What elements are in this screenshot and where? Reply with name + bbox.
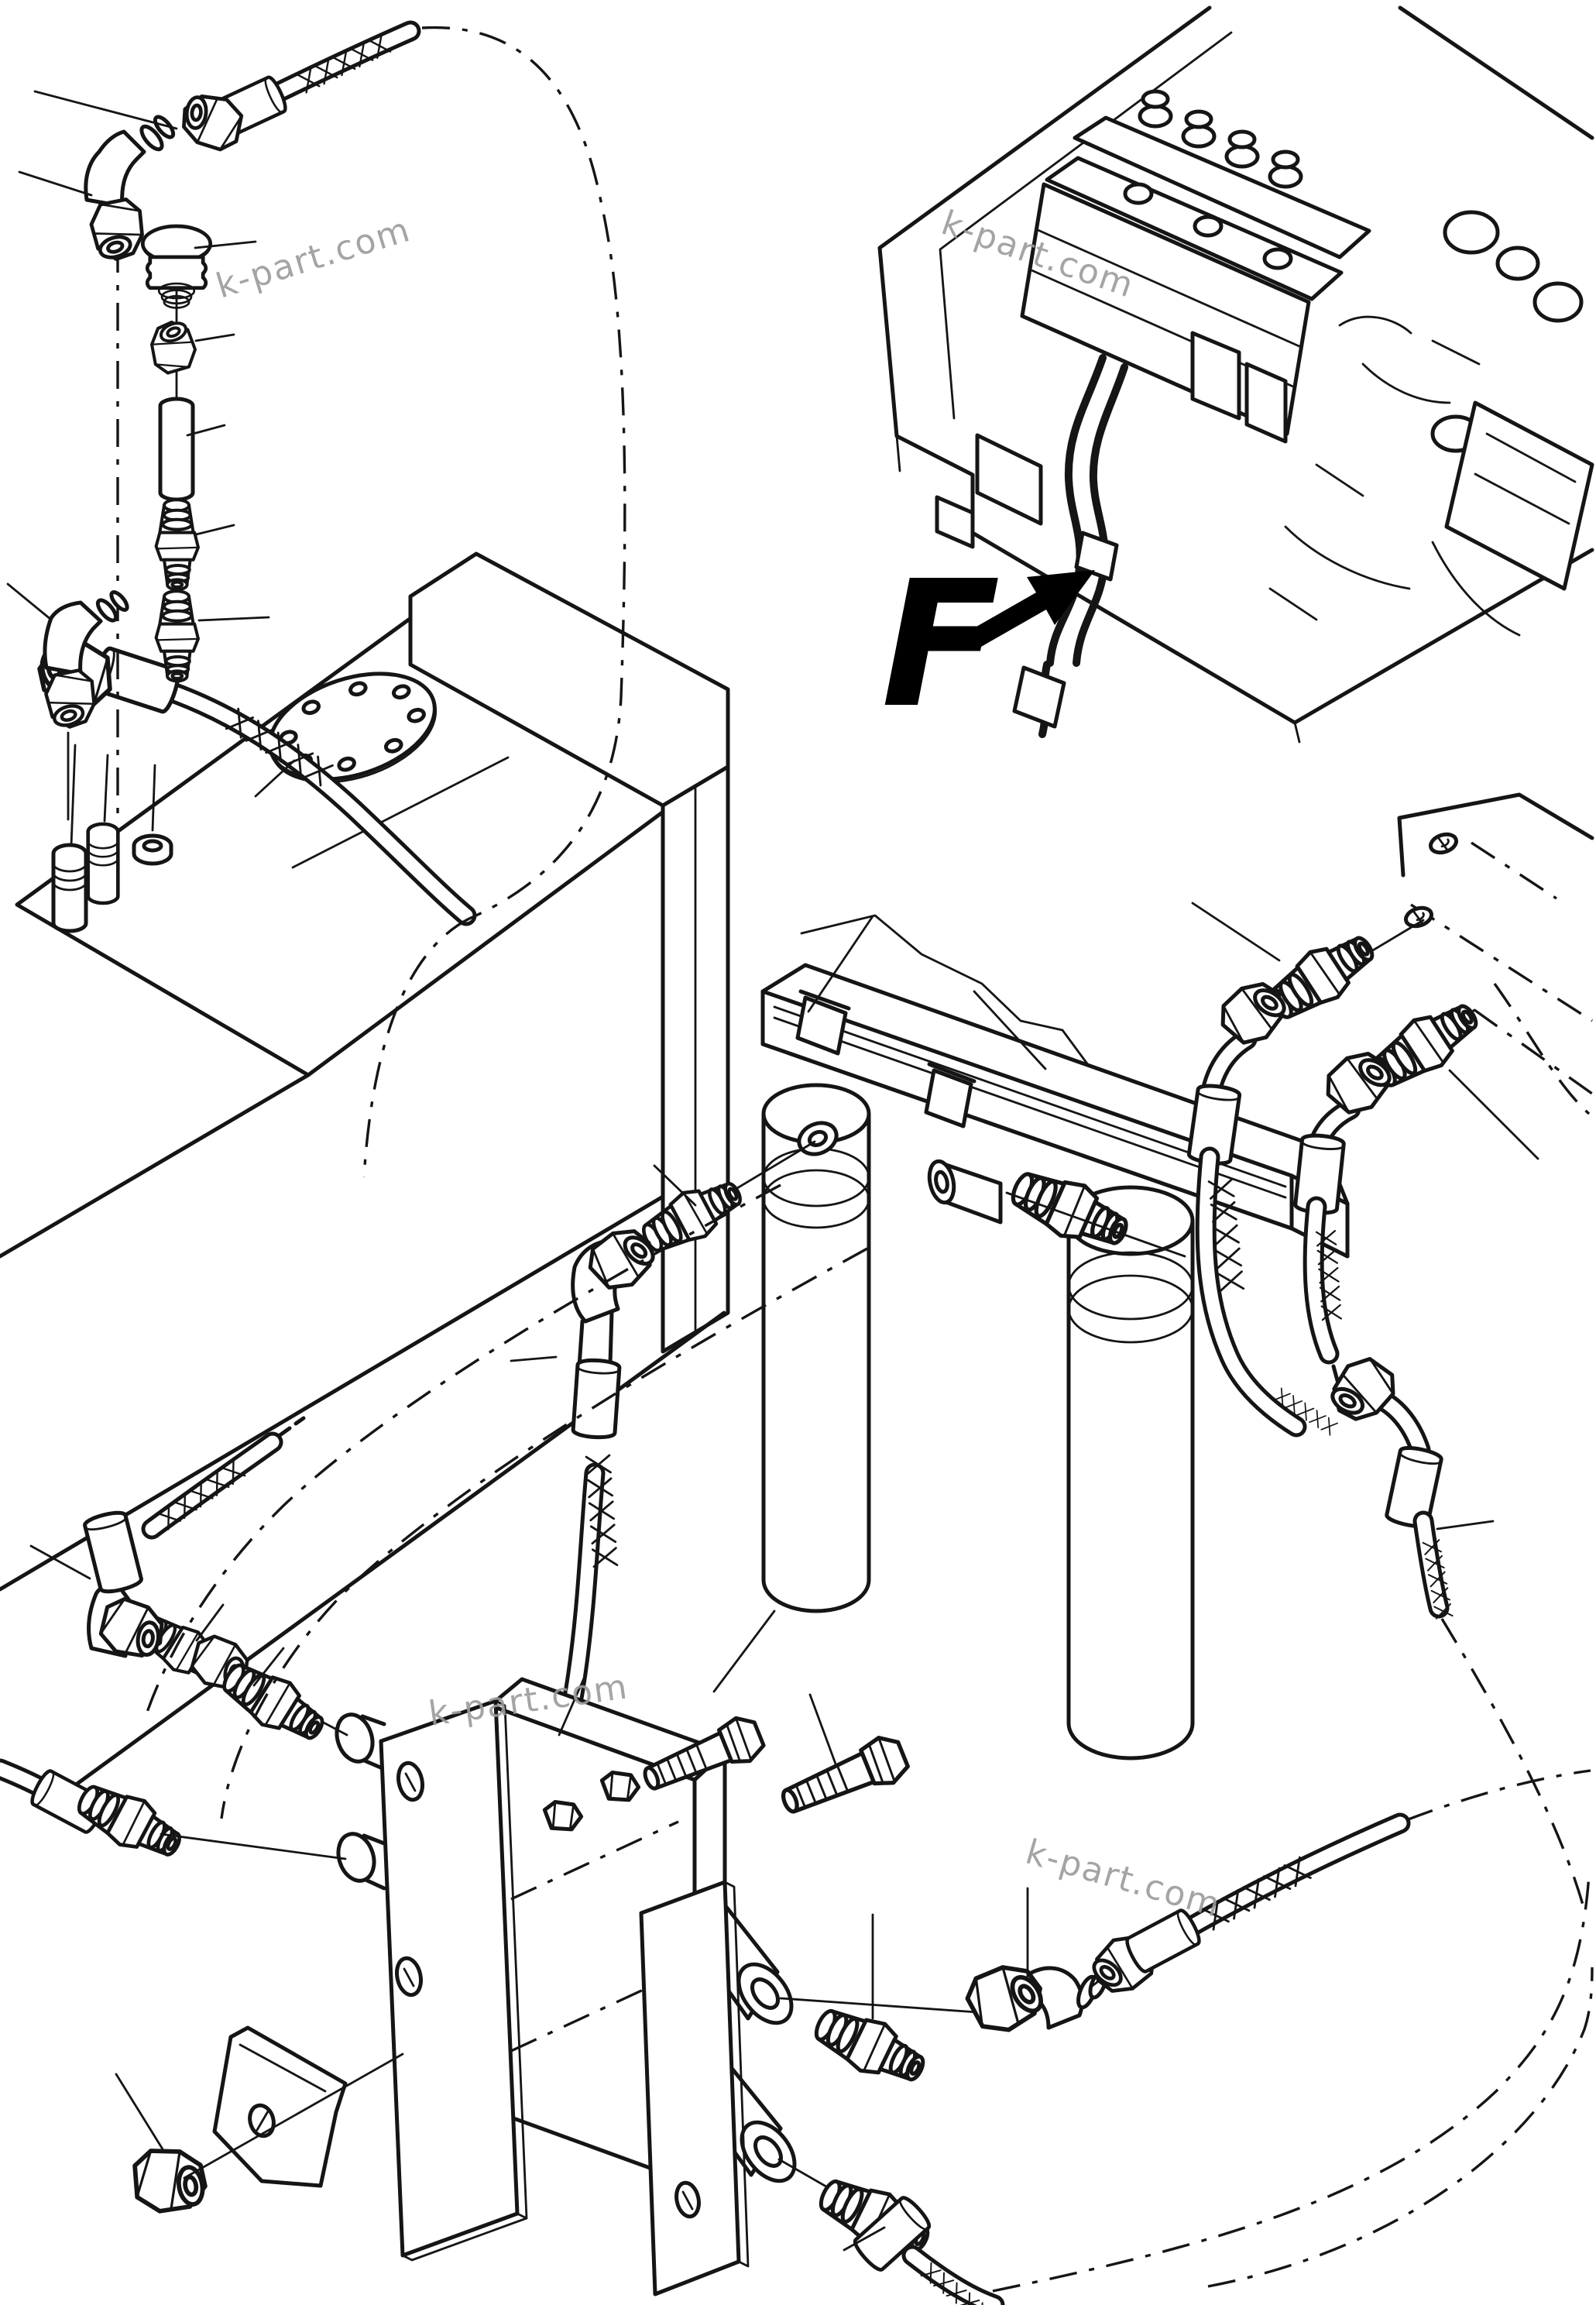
fitting-stack-topleft — [43, 20, 421, 931]
bottom-hose-down — [852, 2194, 1005, 2305]
highlighted-fuel-line — [1012, 354, 1128, 738]
elbow-fitting-topleft — [84, 115, 176, 264]
explode-axis — [1005, 1191, 1186, 1258]
bottom-elbow-fitting — [963, 1960, 1112, 2037]
bracket-boss — [924, 1068, 973, 1128]
breather-cap — [142, 226, 210, 307]
grommet — [1428, 831, 1458, 855]
mounting-plate-edge — [1397, 792, 1594, 878]
watermark-text: k-part.com — [211, 210, 415, 307]
clamp-plate-and-nut — [127, 2025, 404, 2220]
elbow-hose-right-1 — [1188, 972, 1338, 1438]
junction-block-assembly — [0, 1416, 1591, 2305]
engine-compartment-view — [877, 5, 1594, 744]
topleft-hose — [171, 20, 421, 158]
washer — [132, 833, 173, 866]
fuel-filter-left — [761, 1083, 871, 1613]
left-edge-hose — [0, 1758, 347, 1869]
line-connector — [1074, 531, 1119, 582]
threaded-plug — [88, 824, 118, 903]
block-left-inlet-chain — [84, 1416, 348, 1752]
block-bottom-outlet-chains — [777, 1769, 1591, 2305]
block-left-ports — [335, 1712, 386, 1891]
leader-lines — [6, 90, 1539, 2252]
explode-axis — [160, 1833, 347, 1860]
line-end-plug — [1012, 665, 1066, 729]
hood-frame-inner-line — [939, 31, 1233, 420]
watermark-text: k-part.com — [1021, 1833, 1226, 1926]
hex-bolt — [775, 1732, 911, 1823]
hose-nipple-fitting — [156, 500, 198, 589]
connector-nut — [152, 320, 195, 373]
bottom-hose-right — [1083, 1769, 1591, 2002]
right-bracket-and-fittings — [1188, 792, 1594, 1911]
view-direction-marker: F — [881, 544, 1095, 747]
explode-axis — [183, 2053, 404, 2180]
threaded-plug — [53, 845, 86, 931]
hood-frame-right-edge — [1398, 5, 1594, 140]
view-direction-arrow-icon — [966, 570, 1095, 650]
intake-horns — [1138, 89, 1303, 189]
tank-supply-hose — [30, 635, 477, 926]
elbow-hose-right-3 — [1319, 1348, 1586, 1911]
left-elbow-hose — [84, 1416, 306, 1670]
explode-axis — [779, 1997, 979, 2014]
pipe — [158, 397, 195, 502]
block-bracket-plate-right — [639, 1880, 750, 2296]
hex-nut — [127, 2143, 215, 2220]
routing-centerlines — [142, 26, 1594, 2293]
engine-block — [935, 89, 1371, 549]
block-bracket-plate-left — [379, 1699, 528, 2262]
elbow-hose-right-2 — [1295, 1042, 1402, 1386]
tank-body-edge — [0, 1073, 311, 1259]
fuel-filter-assembly — [552, 914, 1350, 1793]
engine-right-accessories — [1268, 210, 1594, 637]
fuel-filter-right — [1066, 1185, 1195, 1761]
elbow-fitting-left — [43, 590, 129, 731]
grommet — [1403, 905, 1433, 929]
filter-head-pipe — [927, 1159, 1003, 1225]
